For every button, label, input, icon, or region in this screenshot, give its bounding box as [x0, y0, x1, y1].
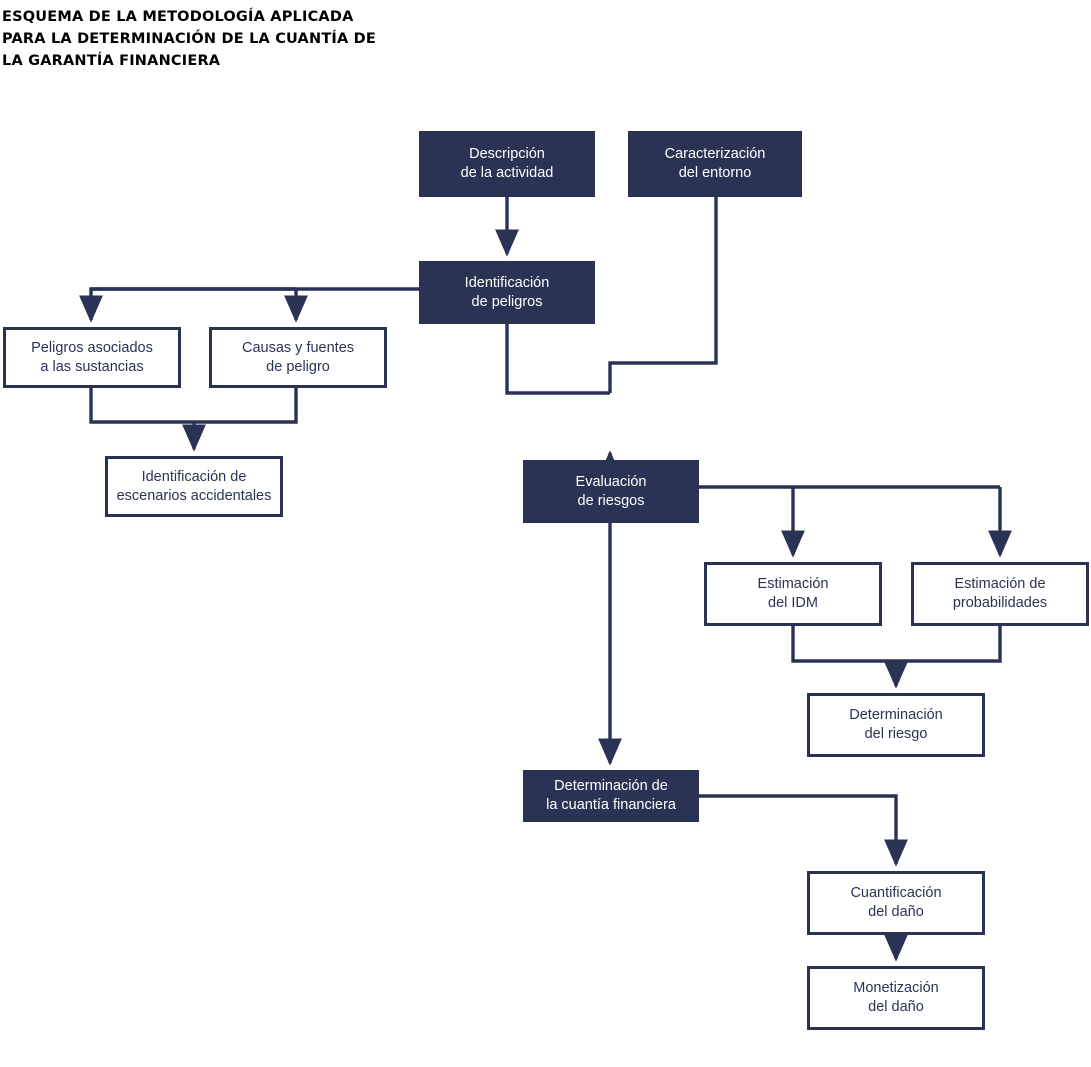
node-determinacion_riesgo[interactable]: Determinación del riesgo: [807, 693, 985, 757]
node-label-line1: Caracterización: [664, 146, 766, 162]
node-label-line2: de riesgos: [577, 492, 645, 509]
node-label-line2: a las sustancias: [40, 358, 144, 375]
node-label-line1: Determinación de: [554, 778, 668, 794]
node-label-line2: de peligro: [266, 358, 330, 375]
edge-cuantia-to-cuantificacion: [699, 794, 908, 867]
node-label-line1: Estimación: [757, 576, 829, 592]
title-line-3: LA GARANTÍA FINANCIERA: [2, 53, 221, 69]
node-label-line1: Descripción: [469, 146, 545, 162]
node-estimacion_prob[interactable]: Estimación de probabilidades: [911, 562, 1089, 626]
node-label-line2: del entorno: [678, 165, 752, 181]
node-label-line2: del daño: [868, 904, 924, 920]
node-estimacion_idm[interactable]: Estimación del IDM: [704, 562, 882, 626]
rail-left-merge: [89, 388, 298, 424]
node-causas_fuentes[interactable]: Causas y fuentes de peligro: [209, 327, 387, 388]
edge-identificacion-to-peligros: [79, 287, 419, 323]
node-label-line1: Identificación de: [141, 468, 247, 485]
node-label-line1: Causas y fuentes: [241, 339, 355, 356]
node-monetizacion[interactable]: Monetización del daño: [807, 966, 985, 1030]
title-line-2: PARA LA DETERMINACIÓN DE LA CUANTÍA DE: [2, 31, 377, 47]
node-evaluacion_riesgos[interactable]: Evaluación de riesgos: [523, 460, 699, 523]
node-label-line2: del daño: [868, 999, 924, 1015]
node-caracterizacion[interactable]: Caracterización del entorno: [628, 131, 802, 197]
node-label-line1: Evaluación: [575, 473, 647, 490]
node-identificacion_peligros[interactable]: Identificación de peligros: [419, 261, 595, 324]
node-label-line2: escenarios accidentales: [116, 487, 272, 504]
rail-estimation-merge: [791, 626, 1002, 663]
node-label-line1: Identificación: [464, 274, 550, 291]
node-cuantificacion[interactable]: Cuantificación del daño: [807, 871, 985, 935]
node-label-line2: de la actividad: [460, 165, 554, 181]
node-label-line2: probabilidades: [952, 595, 1048, 611]
node-determinacion_cuantia[interactable]: Determinación de la cuantía financiera: [523, 770, 699, 822]
node-label-line1: Cuantificación: [850, 885, 942, 901]
node-label-line2: de peligros: [471, 293, 543, 310]
node-label-line1: Estimación de: [954, 576, 1046, 592]
node-label-line1: Monetización: [853, 980, 939, 996]
node-label-line2: del riesgo: [864, 726, 928, 742]
rail-caracterizacion-elbow: [608, 197, 718, 393]
node-peligros_sustancias[interactable]: Peligros asociados a las sustancias: [3, 327, 181, 388]
title-line-1: ESQUEMA DE LA METODOLOGÍA APLICADA: [2, 9, 354, 25]
node-label-line1: Peligros asociados: [31, 339, 153, 356]
page-title: ESQUEMA DE LA METODOLOGÍA APLICADA PARA …: [2, 6, 562, 72]
rail-identificacion-elbow: [505, 324, 610, 395]
node-label-line2: del IDM: [768, 595, 818, 611]
node-escenarios[interactable]: Identificación de escenarios accidentales: [105, 456, 283, 517]
node-label-line2: la cuantía financiera: [546, 797, 676, 813]
node-descripcion[interactable]: Descripción de la actividad: [419, 131, 595, 197]
node-label-line1: Determinación: [849, 707, 943, 723]
